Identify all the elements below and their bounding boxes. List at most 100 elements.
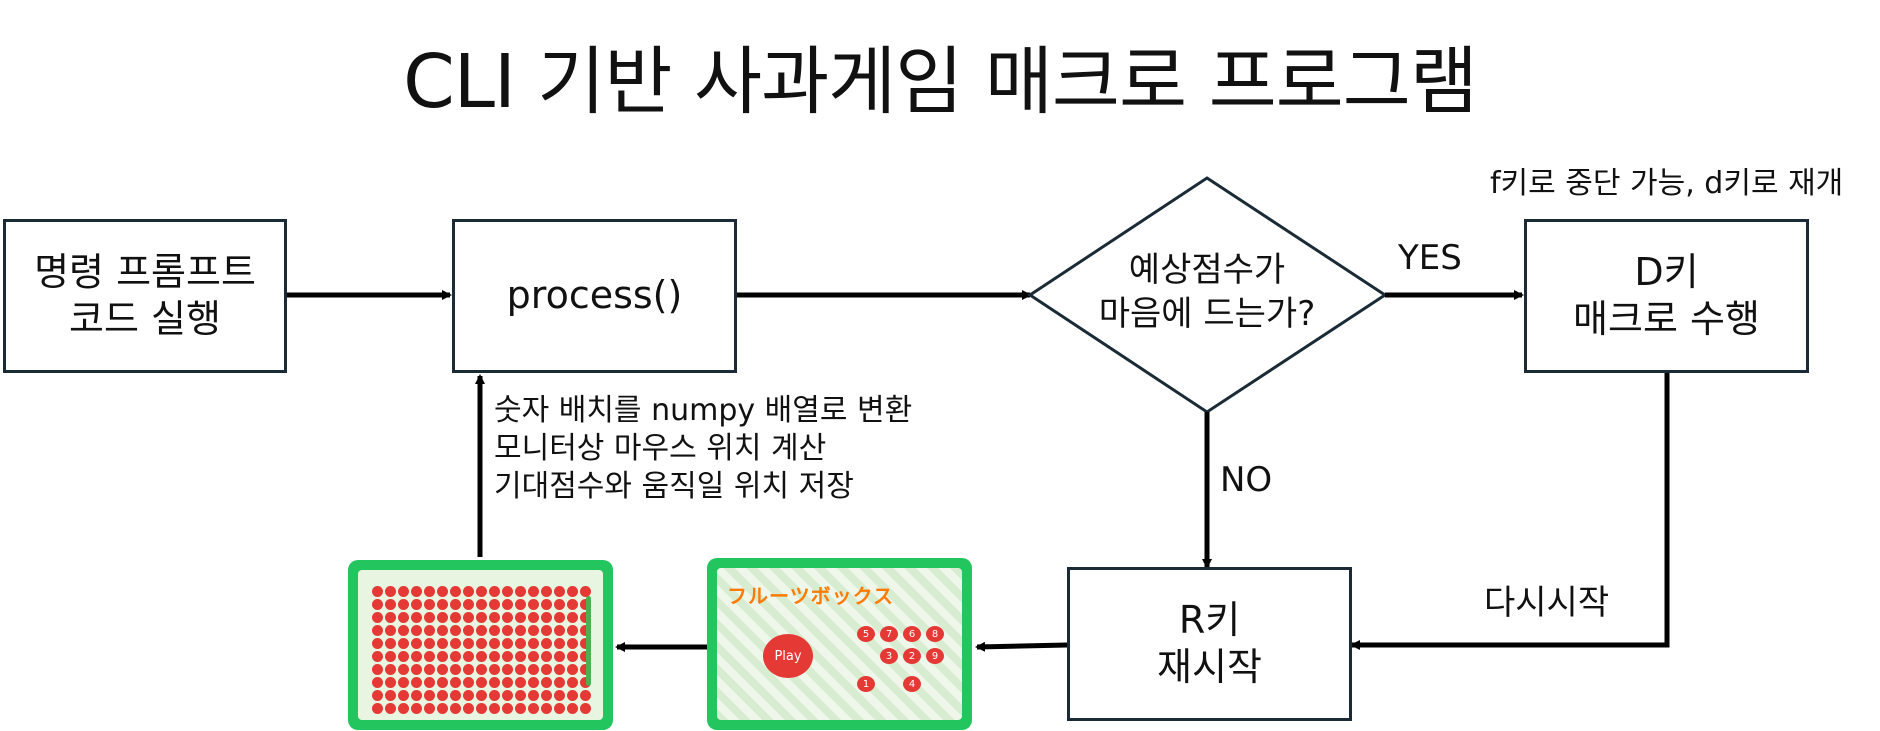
node-decision-line1: 예상점수가 [1070, 248, 1344, 292]
note-process-steps: 숫자 배치를 numpy 배열로 변환 모니터상 마우스 위치 계산 기대점수와… [494, 392, 912, 506]
grid-apple [476, 599, 487, 610]
grid-apple [437, 664, 448, 675]
grid-apple [411, 625, 422, 636]
grid-apple [515, 677, 526, 688]
grid-apple [463, 651, 474, 662]
grid-apple [502, 703, 513, 714]
grid-apple [541, 664, 552, 675]
grid-apple [385, 690, 396, 701]
grid-apple [515, 586, 526, 597]
grid-apple [502, 638, 513, 649]
grid-apple [528, 677, 539, 688]
grid-apple [437, 625, 448, 636]
grid-apple [424, 690, 435, 701]
game-title: フルーツボックス [727, 580, 894, 609]
grid-apple [476, 612, 487, 623]
grid-apple [515, 599, 526, 610]
grid-apple [554, 690, 565, 701]
grid-apple [528, 638, 539, 649]
grid-apple [424, 677, 435, 688]
grid-apple [476, 664, 487, 675]
grid-apple [450, 599, 461, 610]
grid-apple [385, 664, 396, 675]
grid-apple [385, 677, 396, 688]
grid-apple [372, 586, 383, 597]
grid-apple [528, 651, 539, 662]
grid-apple [437, 599, 448, 610]
grid-apple [502, 651, 513, 662]
grid-apple [554, 651, 565, 662]
apple-grid-board [358, 570, 603, 720]
grid-apple [411, 599, 422, 610]
node-command-prompt-line2: 코드 실행 [69, 296, 221, 344]
grid-apple [424, 599, 435, 610]
grid-apple [385, 625, 396, 636]
grid-apple [489, 651, 500, 662]
grid-apple [463, 677, 474, 688]
grid-apple [502, 690, 513, 701]
grid-apple [567, 703, 578, 714]
grid-apple [424, 703, 435, 714]
grid-apple [450, 586, 461, 597]
grid-apple [489, 690, 500, 701]
note-pause: f키로 중단 가능, d키로 재개 [1490, 165, 1843, 203]
grid-apple [502, 586, 513, 597]
grid-apple [450, 664, 461, 675]
grid-apple [502, 599, 513, 610]
grid-apple [463, 586, 474, 597]
grid-apple [515, 638, 526, 649]
grid-apple [372, 690, 383, 701]
grid-apple [476, 690, 487, 701]
grid-apple [398, 703, 409, 714]
grid-apple [437, 586, 448, 597]
grid-apple [385, 638, 396, 649]
grid-apple [450, 677, 461, 688]
game-start-screen: フルーツボックス Play 5 7 6 8 3 2 9 1 4 [717, 568, 962, 720]
note-step-2: 모니터상 마우스 위치 계산 [494, 430, 912, 468]
grid-apple [385, 599, 396, 610]
thumbnail-game-start: フルーツボックス Play 5 7 6 8 3 2 9 1 4 [707, 558, 972, 730]
grid-apple [424, 664, 435, 675]
grid-apple [385, 703, 396, 714]
grid-apple [515, 690, 526, 701]
apple-8: 8 [926, 626, 944, 642]
node-macro-line2: 매크로 수행 [1573, 296, 1760, 344]
apple-5: 5 [857, 626, 875, 642]
grid-apple [450, 651, 461, 662]
grid-apple [450, 625, 461, 636]
edge-label-again: 다시시작 [1484, 575, 1609, 624]
grid-apple [398, 664, 409, 675]
grid-apple [528, 599, 539, 610]
grid-apple [411, 651, 422, 662]
grid-apple [411, 586, 422, 597]
grid-apple [567, 599, 578, 610]
grid-apple [398, 690, 409, 701]
node-restart-line2: 재시작 [1157, 644, 1262, 692]
grid-apple [424, 638, 435, 649]
note-step-3: 기대점수와 움직일 위치 저장 [494, 468, 912, 506]
thumbnail-apple-grid [348, 560, 613, 730]
grid-apple [450, 612, 461, 623]
grid-apple [372, 612, 383, 623]
grid-apple [411, 690, 422, 701]
grid-apple [398, 612, 409, 623]
grid-apple [515, 625, 526, 636]
grid-apple [476, 625, 487, 636]
node-restart-line1: R키 [1179, 597, 1240, 645]
grid-apple [372, 625, 383, 636]
grid-apple [554, 638, 565, 649]
apple-2: 2 [903, 648, 921, 664]
grid-apple [554, 612, 565, 623]
node-command-prompt: 명령 프롬프트 코드 실행 [3, 219, 287, 373]
node-decision: 예상점수가 마음에 드는가? [1070, 248, 1344, 336]
grid-apple [541, 677, 552, 688]
grid-apple [528, 612, 539, 623]
apple-1: 1 [857, 676, 875, 692]
apple-grid [372, 586, 591, 714]
node-macro-line1: D키 [1634, 249, 1698, 297]
grid-apple [489, 677, 500, 688]
play-button[interactable]: Play [763, 634, 813, 678]
grid-apple [398, 625, 409, 636]
grid-apple [567, 677, 578, 688]
grid-apple [411, 612, 422, 623]
